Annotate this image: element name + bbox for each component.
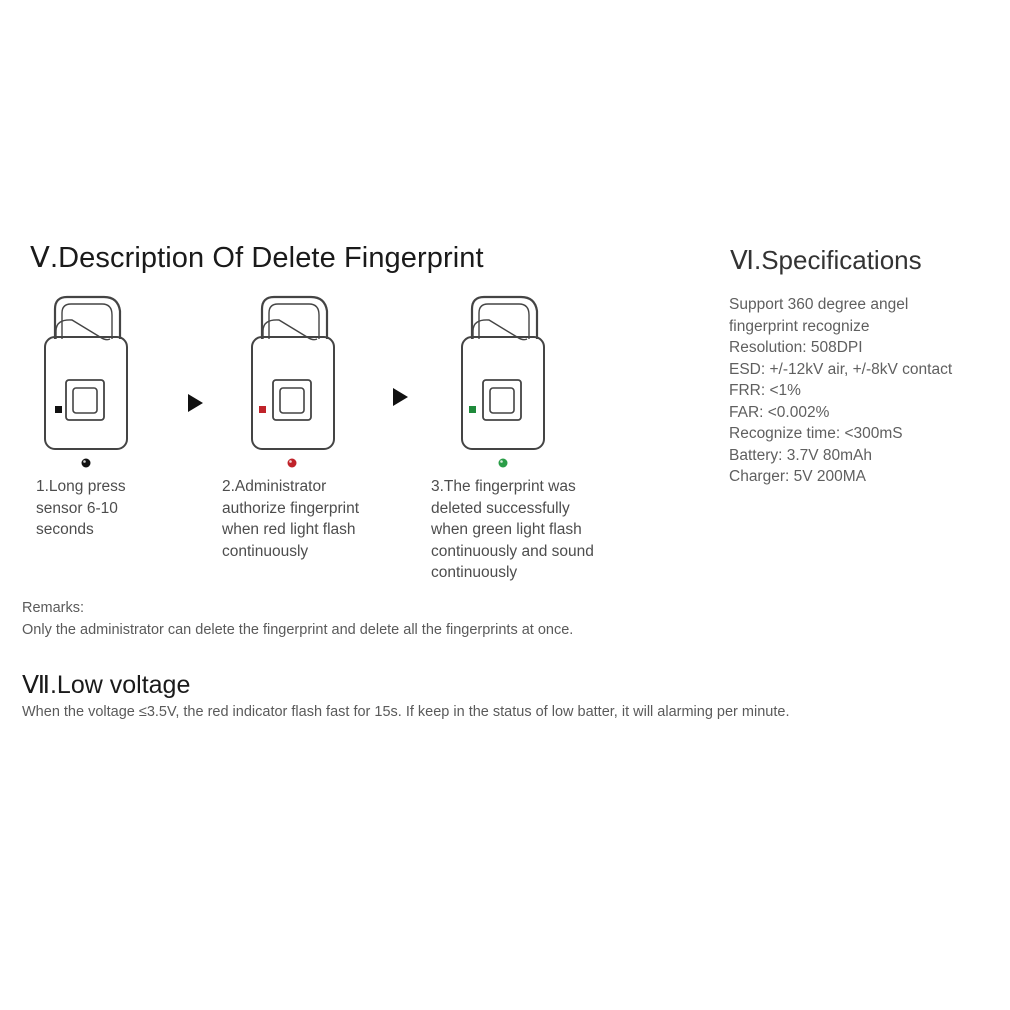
spec-item: fingerprint recognize <box>729 317 870 335</box>
spec-item: Recognize time: <300mS <box>729 425 903 442</box>
remarks-block: Remarks: Only the administrator can dele… <box>22 597 573 641</box>
light-dot-step-2-icon <box>287 458 297 468</box>
step-line: seconds <box>36 521 94 538</box>
spec-item: FRR: <1% <box>729 382 801 399</box>
spec-item: Resolution: 508DPI <box>729 339 863 356</box>
padlock-step-2-icon <box>251 295 335 450</box>
step-line: 2.Administrator <box>222 478 327 495</box>
padlock-step-3-icon <box>461 295 545 450</box>
arrow-right-icon <box>188 394 203 412</box>
spec-item: Charger: 5V 200MA <box>729 468 866 485</box>
remarks-text: Only the administrator can delete the fi… <box>22 622 574 638</box>
step-line: when red light flash <box>222 521 356 538</box>
step-line: authorize fingerprint <box>222 499 359 517</box>
spec-item: Battery: 3.7V 80mAh <box>729 446 873 464</box>
light-dot-step-1-icon <box>81 458 91 468</box>
section-specs-title: Ⅵ.Specifications <box>730 245 922 275</box>
padlock-step-1-icon <box>44 295 128 450</box>
step-line: continuously <box>222 542 309 560</box>
step-1-description: 1.Long press sensor 6-10 seconds <box>36 476 126 541</box>
section-delete-title: Ⅴ.Description Of Delete Fingerprint <box>30 242 484 274</box>
arrow-right-icon <box>393 388 408 406</box>
step-line: continuously and sound <box>431 542 594 560</box>
step-line: deleted successfully <box>431 499 570 517</box>
low-voltage-text: When the voltage ≤3.5V, the red indicato… <box>22 704 790 720</box>
section-low-voltage-title: Ⅶ.Low voltage <box>22 671 191 699</box>
spec-item: FAR: <0.002% <box>729 403 830 421</box>
light-dot-step-3-icon <box>498 458 508 468</box>
step-line: sensor 6-10 <box>36 499 118 517</box>
spec-item: Support 360 degree angel <box>729 296 909 313</box>
step-line: 1.Long press <box>36 478 126 495</box>
step-3-description: 3.The fingerprint was deleted successful… <box>431 476 594 584</box>
step-line: when green light flash <box>431 521 582 538</box>
indicator-light-2 <box>259 406 266 413</box>
indicator-light-3 <box>469 406 476 413</box>
spec-item: ESD: +/-12kV air, +/-8kV contact <box>729 360 953 378</box>
step-line: continuously <box>431 564 518 581</box>
indicator-light-1 <box>55 406 62 413</box>
remarks-label: Remarks: <box>22 600 85 616</box>
specifications-list: Support 360 degree angel fingerprint rec… <box>729 294 952 488</box>
step-2-description: 2.Administrator authorize fingerprint wh… <box>222 476 359 562</box>
step-line: 3.The fingerprint was <box>431 478 576 495</box>
